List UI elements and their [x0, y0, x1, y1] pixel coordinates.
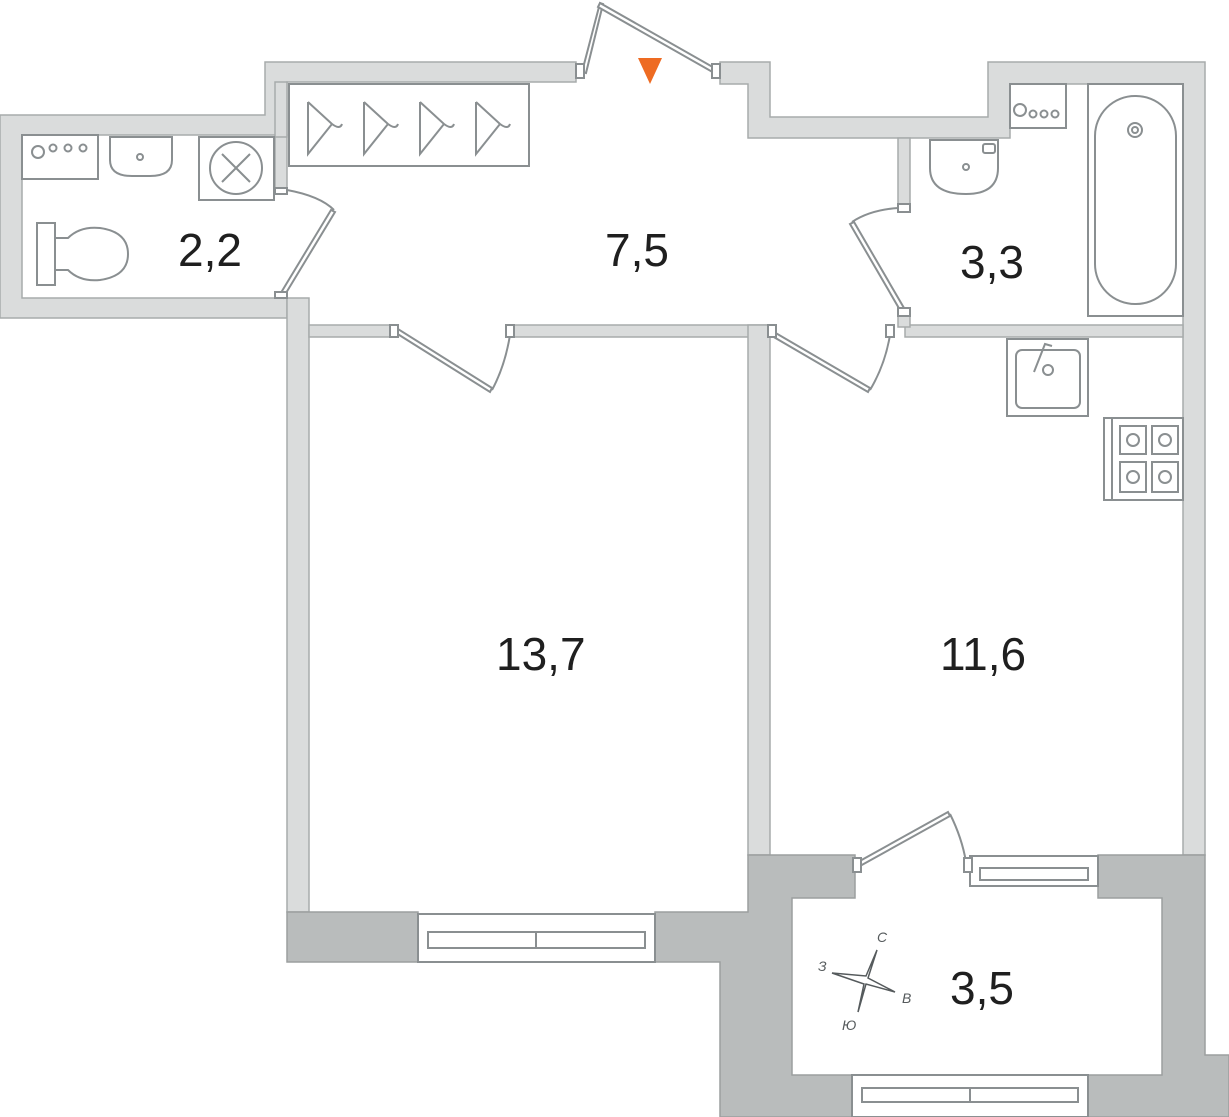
entrance-marker-icon: [638, 58, 662, 84]
door-bathroom: [848, 203, 911, 317]
compass-west: З: [818, 958, 827, 974]
ventilation-icon: [198, 136, 275, 201]
sink-small-icon: [109, 136, 173, 177]
window-room: [417, 913, 656, 963]
area-loggia: 3,5: [950, 962, 1014, 1014]
door-kitchen: [767, 324, 895, 394]
compass-east: В: [902, 990, 911, 1006]
hanger-icon: [307, 101, 343, 157]
compass-south: Ю: [842, 1017, 856, 1033]
hanger-icon: [419, 101, 455, 157]
bathtub-icon: [1087, 83, 1184, 317]
area-bathroom: 3,3: [960, 236, 1024, 288]
compass-star-icon: [831, 949, 896, 1013]
burner-icon: [1151, 425, 1179, 455]
toilet-icon: [36, 222, 130, 286]
walls: [0, 61, 1206, 913]
kitchen-sink-icon: [1006, 338, 1089, 417]
wardrobe: [288, 83, 530, 167]
area-hall: 7,5: [605, 224, 669, 276]
window-loggia: [851, 1074, 1089, 1117]
burner-icon: [1151, 461, 1179, 493]
door-loggia: [852, 810, 973, 873]
sink-bath-icon: [929, 139, 999, 196]
entrance-door: [575, 1, 721, 79]
hanger-icon: [363, 101, 399, 157]
burner-icon: [1119, 461, 1147, 493]
area-bathroom-small: 2,2: [178, 224, 242, 276]
compass-north: С: [877, 929, 888, 945]
washer-counter-small: [21, 134, 99, 180]
burner-icon: [1119, 425, 1147, 455]
hanger-icon: [475, 101, 511, 157]
door-small-bath: [274, 187, 337, 300]
washer-counter-bath: [1009, 83, 1067, 129]
stove-icon: [1103, 417, 1184, 501]
area-room: 13,7: [496, 628, 586, 680]
compass: С В Ю З: [818, 929, 911, 1033]
door-room: [389, 324, 515, 394]
window-kitchen: [969, 855, 1099, 887]
area-kitchen: 11,6: [940, 628, 1026, 680]
